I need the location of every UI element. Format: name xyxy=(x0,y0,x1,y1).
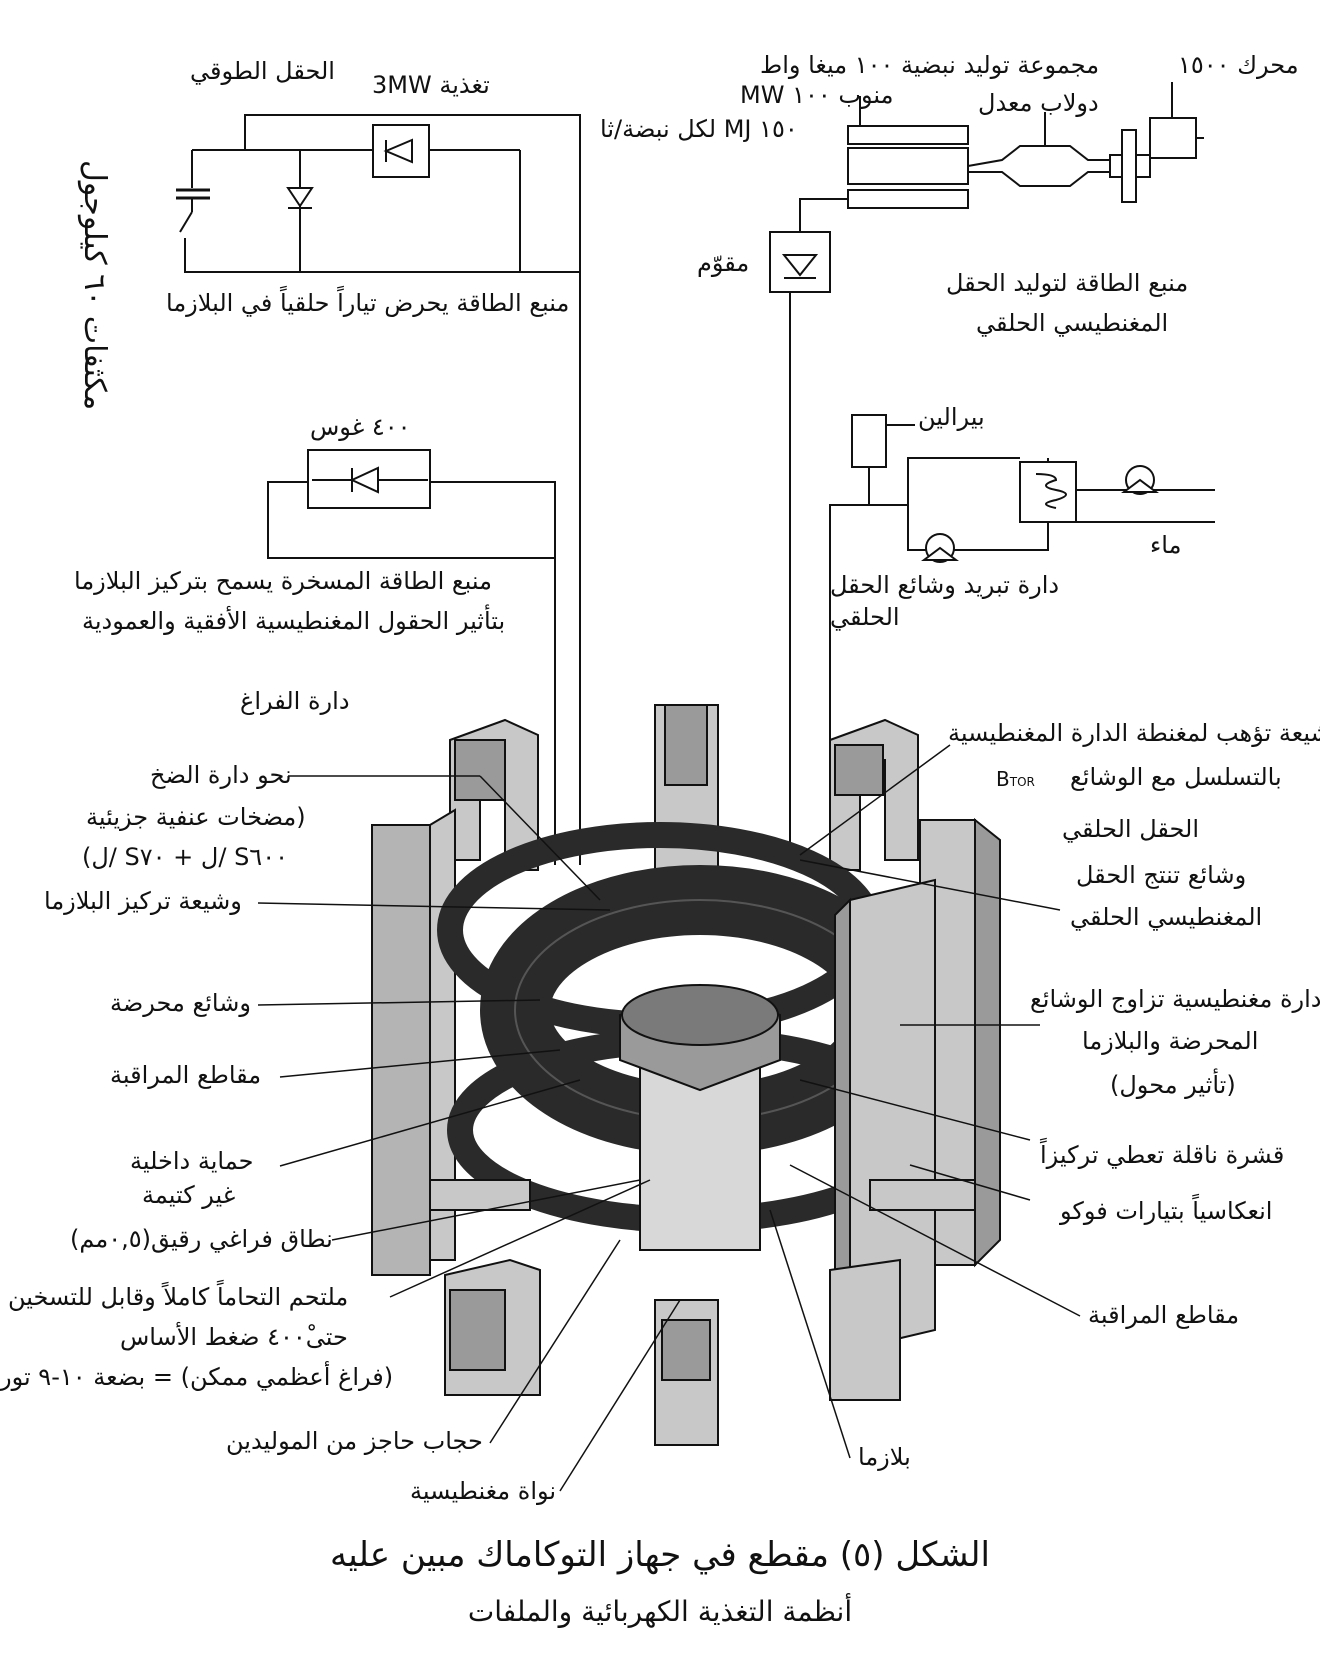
label-feed-3mw: تغذية 3MW xyxy=(372,71,490,99)
label-molecular-pumps: (مضخات عنفية جزيئية xyxy=(86,803,306,831)
label-mj-per-pulse: ١٥٠ MJ لكل نبضة/ثا xyxy=(600,115,798,143)
label-magnetic-circuit-1: دارة مغنطيسية تزاوج الوشائع xyxy=(1030,985,1320,1013)
label-pump-specs: S٦٠٠ /ل + S٧٠ /ل) xyxy=(82,843,288,871)
label-400-gauss: ٤٠٠ غوس xyxy=(310,413,411,441)
label-flywheel: دولاب معدل xyxy=(978,89,1099,117)
label-compensation-2: بالتسلسل مع الوشائع xyxy=(1070,763,1282,791)
tokamak-body xyxy=(371,704,1001,1446)
label-shell-2: انعكاسياً بتيارات فوكو xyxy=(1060,1197,1273,1225)
label-gen-set: مجموعة توليد نبضية ١٠٠ ميغا واط xyxy=(760,51,1100,79)
label-pyralene: بيرالين xyxy=(918,403,985,431)
label-source-ring-current: منبع الطاقة يحرض تياراً حلقياً في البلاز… xyxy=(166,289,570,317)
circuit-3mw xyxy=(176,114,581,865)
circuit-400-gauss xyxy=(267,449,556,865)
label-toroidal-coils-2: المغنطيسي الحلقي xyxy=(1070,903,1263,931)
label-motor: محرك ١٥٠٠ xyxy=(1178,51,1299,79)
label-to-pump: نحو دارة الضخ xyxy=(150,761,292,789)
leader-lines xyxy=(257,744,1081,1492)
label-toroidal-field-top: الحقل الطوقي xyxy=(190,57,335,85)
label-nominal: منوب ١٠٠ MW xyxy=(740,81,894,109)
label-toroidal-field: الحقل الحلقي xyxy=(1062,815,1199,843)
label-monitoring-left: مقاطع المراقبة xyxy=(110,1061,262,1089)
label-cooling-1: دارة تبريد وشائع الحقل xyxy=(830,571,1060,599)
label-inner-shield-1: حماية داخلية xyxy=(130,1147,254,1175)
label-cooling-2: الحلقي xyxy=(830,603,900,631)
label-magnetic-circuit-2: المحرضة والبلازما xyxy=(1082,1027,1259,1055)
label-source-toroidal-2: المغنطيسي الحلقي xyxy=(976,309,1169,337)
label-induction-coils: وشائع محرضة xyxy=(110,989,251,1017)
label-toroidal-coils-1: وشائع تنتج الحقل xyxy=(1076,861,1247,889)
label-weld-1: ملتحم التحاماً كاملاً وقابل للتسخين xyxy=(8,1283,349,1311)
label-magnetic-core: نواة مغنطيسية xyxy=(410,1477,557,1505)
pulse-generator xyxy=(769,82,1204,865)
label-inner-shield-2: غير كتيمة xyxy=(142,1181,236,1209)
label-plasma-focus-coil: وشيعة تركيز البلازما xyxy=(44,887,242,915)
label-b-tor: BTOR xyxy=(996,767,1035,791)
label-molybdenum: حجاب حاجز من الموليدين xyxy=(226,1427,483,1455)
label-vacuum-circuit: دارة الفراغ xyxy=(240,687,350,715)
caption-line1: الشكل (٥) مقطع في جهاز التوكاماك مبين عل… xyxy=(330,1535,990,1575)
label-weld-2: حتى٤٠٠ْ ضغط الأساس xyxy=(120,1323,348,1351)
label-rectifier: مقوّم xyxy=(697,249,750,277)
label-shell-1: قشرة ناقلة تعطي تركيزاً xyxy=(1040,1141,1285,1169)
label-source-toroidal-1: منبع الطاقة لتوليد الحقل xyxy=(946,269,1189,297)
caption-line2: أنظمة التغذية الكهربائية والملفات xyxy=(467,1595,853,1628)
label-water: ماء xyxy=(1150,531,1182,559)
label-weld-3: (فراغ أعظمي ممكن) = بضعة ١٠-٩ تور xyxy=(0,1363,394,1391)
label-compensation-1: وشيعة تؤهب لمغنطة الدارة المغنطيسية xyxy=(948,719,1320,747)
label-source-focus-1: منبع الطاقة المسخرة يسمح بتركيز البلازما xyxy=(74,567,492,595)
label-magnetic-circuit-3: (تأثير محول) xyxy=(1110,1071,1236,1099)
label-plasma: بلازما xyxy=(858,1443,911,1471)
label-source-focus-2: بتأثير الحقول المغنطيسية الأفقية والعمود… xyxy=(82,607,506,635)
label-thin-vacuum: نطاق فراغي رقيق(٠,٥مم) xyxy=(70,1225,333,1253)
label-monitoring-right: مقاطع المراقبة xyxy=(1088,1301,1240,1329)
label-capacitors: مكثفات ٦٠ كيلوجول xyxy=(77,160,112,411)
